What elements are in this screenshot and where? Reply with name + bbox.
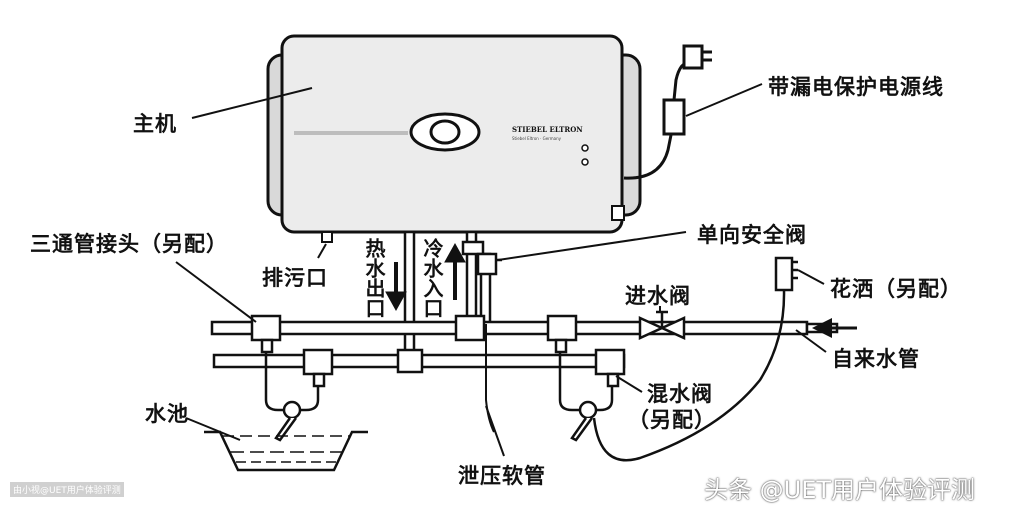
watermark-right: 头条 @UET用户体验评测	[704, 476, 976, 504]
label-hot-water-out: 热水出口	[362, 238, 386, 318]
right-mixer	[554, 338, 620, 442]
label-mixing-valve-note: （另配）	[628, 408, 716, 432]
label-main-unit: 主机	[133, 112, 177, 136]
brand-logo-text: STIEBEL ELTRON	[512, 125, 583, 134]
left-mixer	[260, 338, 326, 442]
label-sink: 水池	[145, 402, 189, 426]
label-power-cord: 带漏电保护电源线	[768, 75, 944, 99]
indicator-light-icon	[581, 144, 589, 152]
power-cord	[623, 44, 712, 180]
water-heater-tank	[266, 34, 642, 234]
brand-subtitle: Stiebel Eltron · Germany	[512, 136, 562, 141]
label-pressure-relief-hose: 泄压软管	[458, 464, 546, 488]
label-inlet-valve: 进水阀	[625, 284, 691, 308]
shower-hose	[592, 256, 798, 462]
label-shower: 花洒（另配）	[830, 277, 962, 301]
label-drain-outlet: 排污口	[262, 266, 328, 290]
watermark-left: 由小视@UET用户体验评测	[10, 482, 124, 497]
label-tee-joint: 三通管接头（另配）	[30, 232, 228, 256]
label-mixing-valve: 混水阀	[647, 382, 713, 406]
inflow-arrow	[812, 318, 857, 338]
cold-water-pipe	[210, 320, 839, 336]
label-cold-water-in: 冷水入口	[420, 238, 444, 318]
sink-basin	[204, 430, 368, 472]
inlet-valve	[638, 310, 686, 340]
label-check-valve: 单向安全阀	[697, 223, 807, 247]
leader-lines	[175, 83, 827, 457]
check-valve	[461, 240, 502, 276]
indicator-light-icon	[581, 158, 589, 166]
label-tap-water-pipe: 自来水管	[832, 347, 920, 371]
drain-outlet-fitting	[321, 231, 333, 243]
flow-arrows	[385, 242, 466, 312]
